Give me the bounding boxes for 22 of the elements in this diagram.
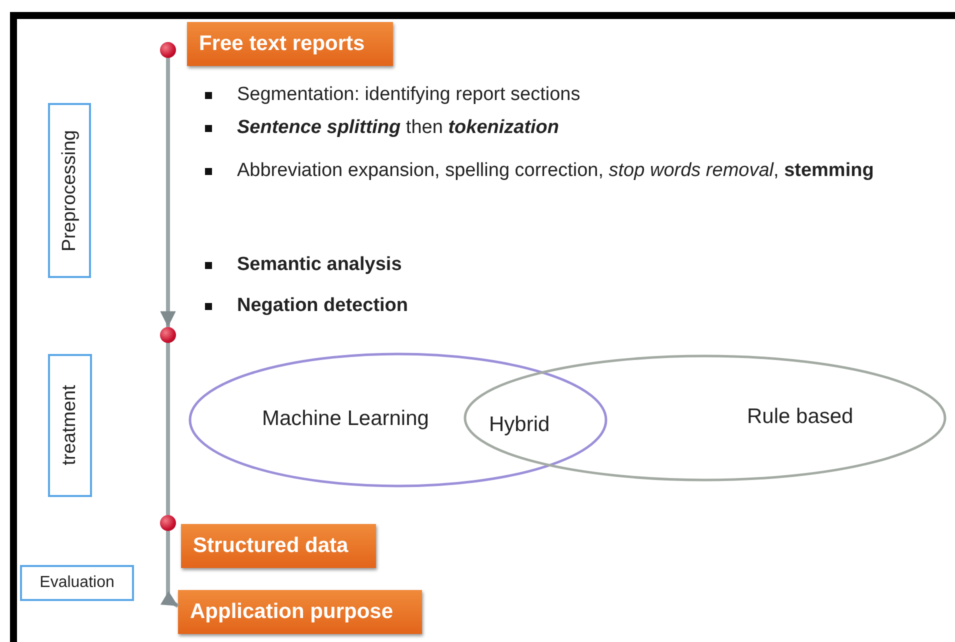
timeline-line [166,343,170,515]
phase-box: Preprocessing [48,103,91,278]
stage-box: Free text reports [187,22,393,66]
method-label: Rule based [747,405,854,429]
timeline-arrow [160,58,176,327]
method-label: Machine Learning [262,407,429,431]
timeline-dot [160,515,176,531]
bullet-text: Sentence splitting then tokenization [237,117,560,139]
timeline-dot [160,327,176,343]
phase-box: treatment [48,354,92,497]
bullet-text: Abbreviation expansion, spelling correction, stop words removal, stemming [237,160,874,182]
overlap-label: Hybrid [489,413,550,437]
stage-box: Structured data [181,524,376,568]
bullet-text: Segmentation: identifying report sections [237,84,580,106]
method-ellipse [188,352,608,488]
stage-box: Application purpose [178,590,422,634]
bullet-text: Semantic analysis [237,254,402,276]
timeline-dot [160,42,176,58]
phase-box: Evaluation [20,565,134,601]
timeline-arrow [160,531,180,608]
method-ellipse [463,354,947,482]
bullet-text: Negation detection [237,295,408,317]
